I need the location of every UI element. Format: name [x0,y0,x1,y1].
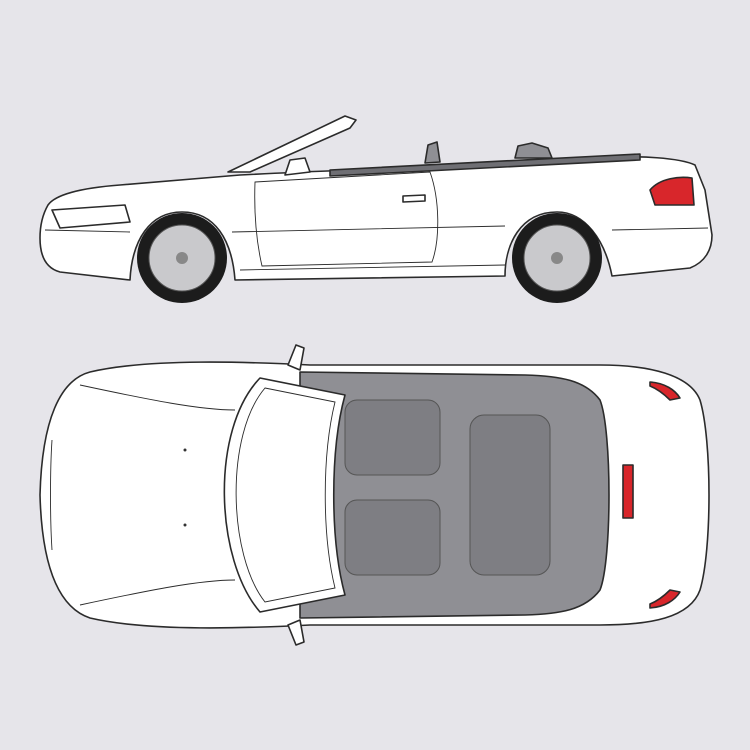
front-seat-left [344,399,441,476]
door-handle [402,194,426,203]
rear-wheel [512,213,602,303]
side-crease [44,225,709,233]
hood-lines [50,384,236,606]
taillight-left [649,381,681,401]
front-seat-right [344,499,441,576]
mirror-right [287,619,305,646]
rear-bench [469,414,551,576]
headrest-rear [514,142,553,159]
taillight-right [649,589,681,609]
front-wheel [137,213,227,303]
headrest-front [424,141,441,164]
windshield-glass [235,387,336,603]
windshield-frame [227,115,357,173]
windshield-top [223,377,346,613]
top-view [39,344,710,646]
folded-roof [329,153,641,177]
side-mirror [284,157,311,176]
headlight [51,204,131,229]
rocker-line [239,264,506,271]
taillight-center [622,464,634,519]
door-outline [254,171,439,267]
taillight-side [649,176,695,206]
seats [344,399,551,576]
side-view [39,115,713,303]
mirror-left [287,344,305,371]
